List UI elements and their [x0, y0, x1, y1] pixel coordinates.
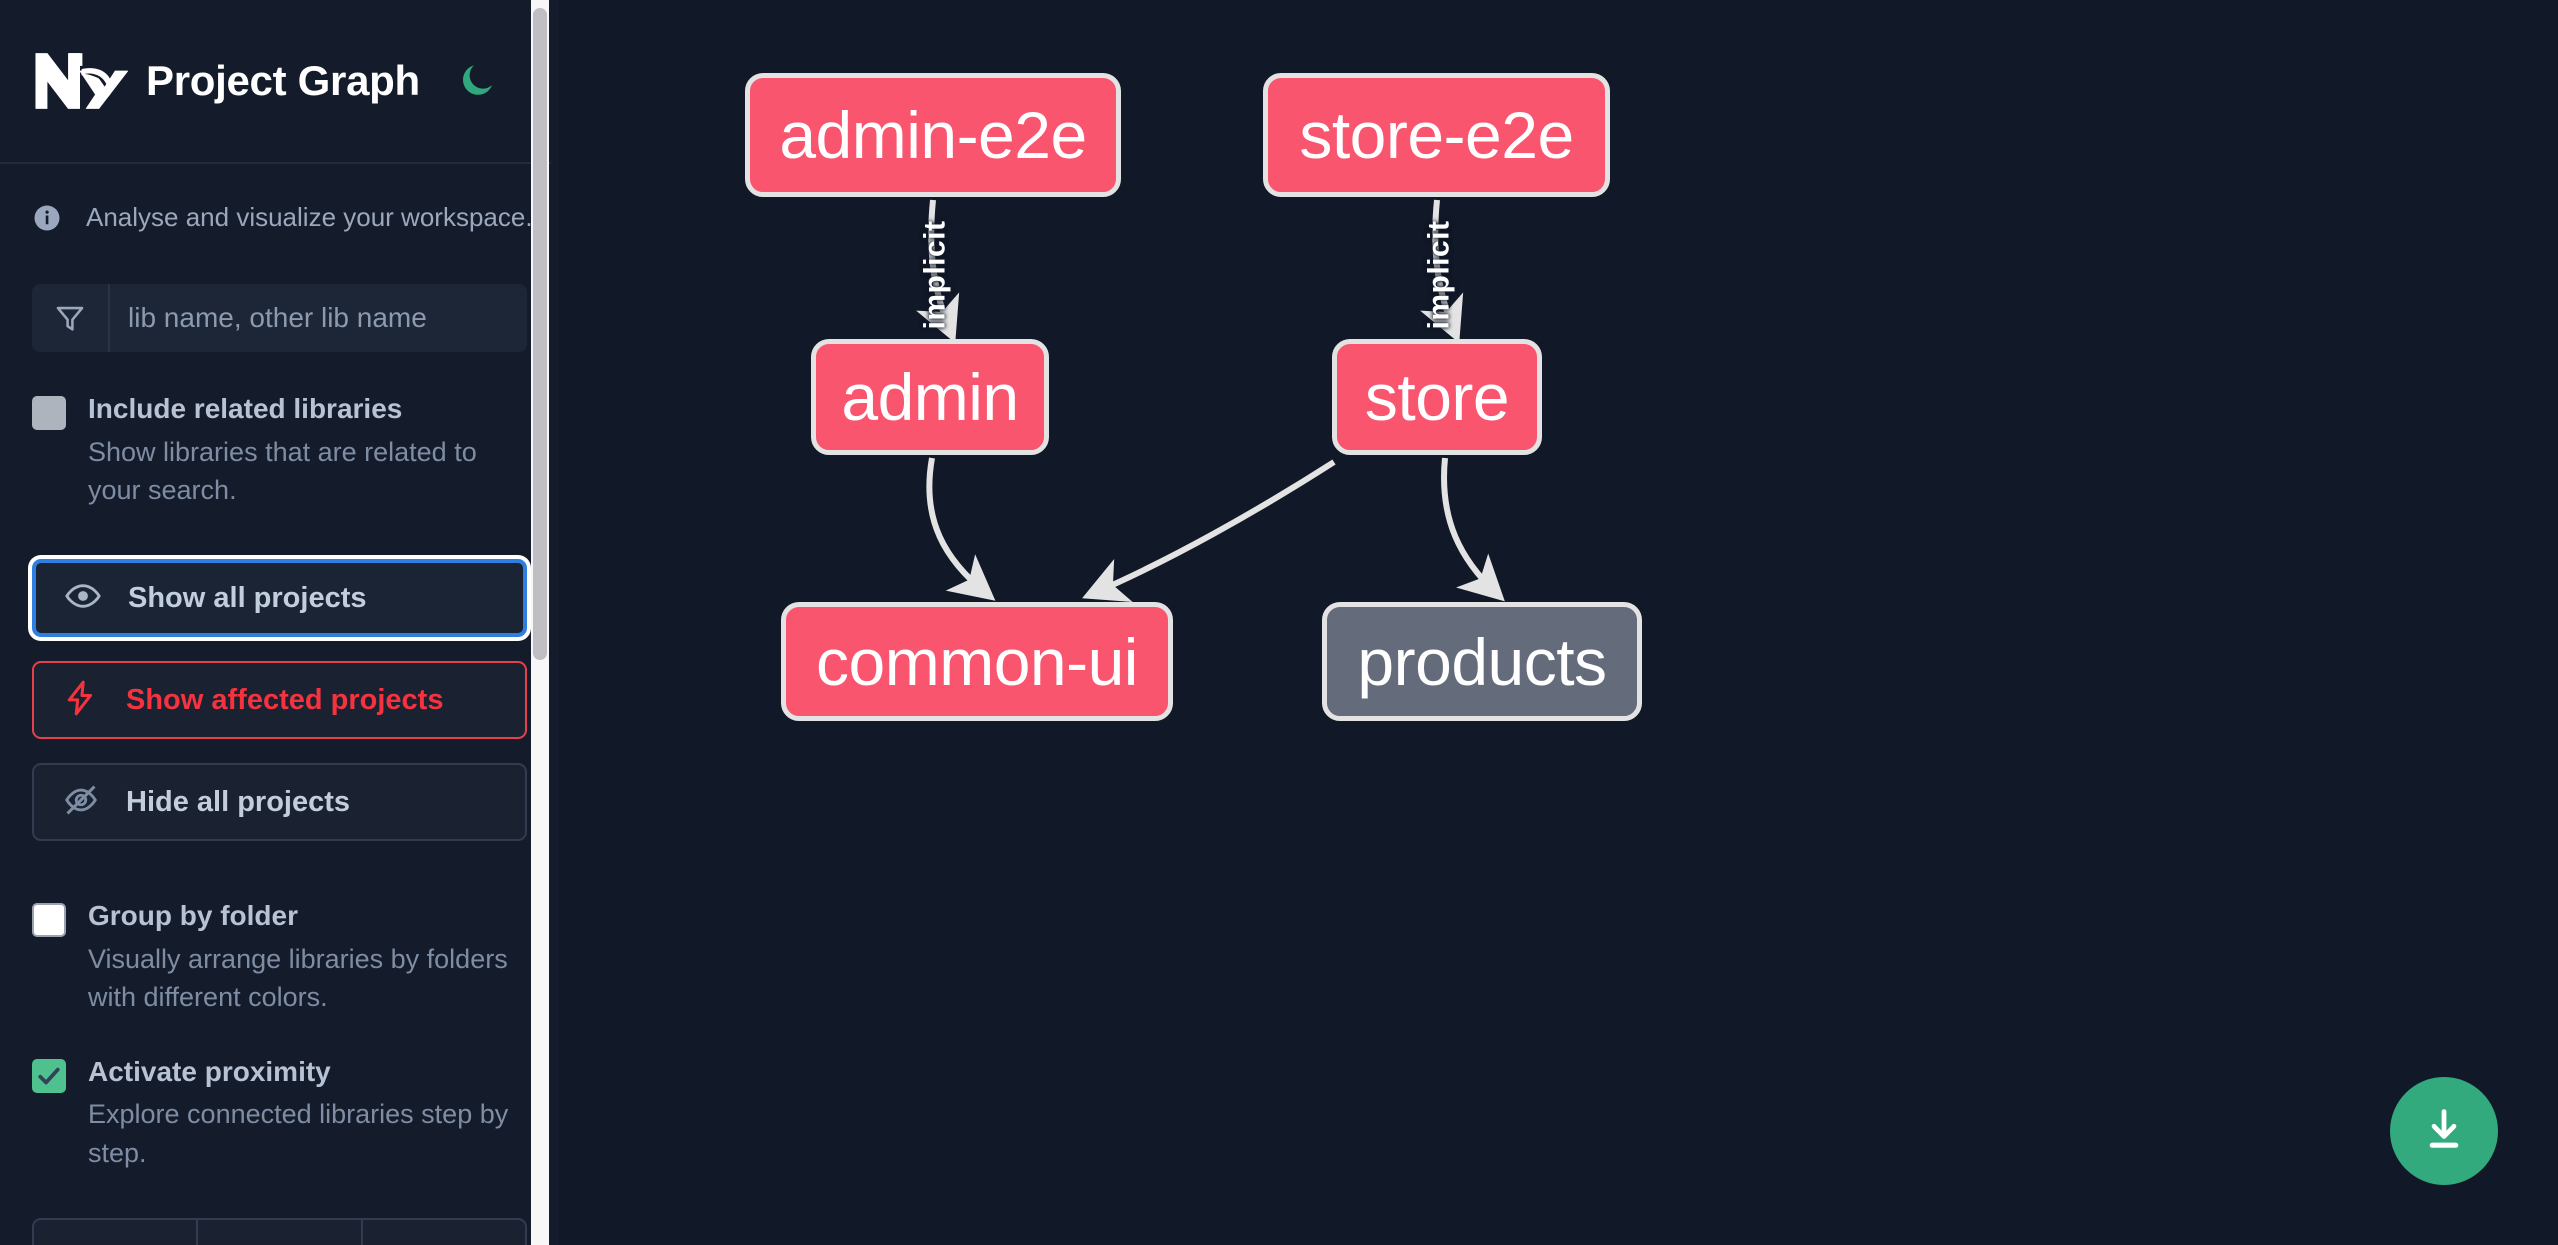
search-field-wrapper: [32, 284, 527, 352]
sidebar-scrollbar[interactable]: [531, 0, 549, 1245]
nx-logo-icon: [32, 50, 129, 112]
graph-node-store[interactable]: store: [1332, 339, 1542, 455]
show-all-projects-button[interactable]: Show all projects: [32, 559, 527, 638]
eye-icon: [64, 577, 102, 620]
checkbox-row-activate-proximity[interactable]: Activate proximity Explore connected lib…: [0, 1053, 559, 1172]
search-input[interactable]: [110, 284, 527, 352]
graph-node-admin-e2e[interactable]: admin-e2e: [745, 73, 1121, 197]
checkbox-label-activate-proximity: Activate proximity: [88, 1055, 331, 1087]
info-circle-icon: [32, 203, 62, 233]
segment-option-1[interactable]: [34, 1219, 199, 1245]
download-graph-button[interactable]: [2390, 1077, 2498, 1185]
graph-node-common-ui[interactable]: common-ui: [781, 602, 1173, 721]
edge-admin-to-common-ui: [926, 457, 996, 601]
workspace-info-text: Analyse and visualize your workspace.: [86, 202, 533, 232]
eye-slash-icon: [62, 781, 100, 824]
checkbox-desc-group-by-folder: Visually arrange libraries by folders wi…: [88, 943, 508, 1013]
graph-node-label-store: store: [1364, 360, 1510, 434]
graph-edges: [916, 199, 1505, 602]
sidebar: Project Graph Analyse and visualize yo: [0, 0, 559, 1245]
checkbox-desc-include-related-libraries: Show libraries that are related to your …: [88, 436, 477, 505]
graph-node-label-store-e2e: store-e2e: [1299, 98, 1574, 172]
filter-funnel-icon: [32, 284, 110, 352]
checkbox-row-include-related-libraries[interactable]: Include related libraries Show libraries…: [0, 390, 559, 509]
proximity-segmented-control[interactable]: [32, 1217, 527, 1245]
checkbox-include-related-libraries[interactable]: [32, 396, 66, 430]
project-visibility-buttons: Show all projects Show affected projects: [32, 559, 527, 842]
hide-all-projects-label: Hide all projects: [126, 785, 351, 818]
page-title: Project Graph: [146, 57, 420, 104]
graph-node-label-admin: admin: [841, 360, 1019, 434]
graph-canvas[interactable]: admin-e2e store-e2e admin store common-u…: [559, 0, 2558, 1245]
edge-admin-e2e-to-admin: [916, 199, 960, 343]
checkbox-desc-activate-proximity: Explore connected libraries step by step…: [88, 1099, 509, 1168]
download-icon: [2418, 1104, 2470, 1159]
workspace-info-row: Analyse and visualize your workspace.: [0, 164, 559, 233]
graph-node-store-e2e[interactable]: store-e2e: [1263, 73, 1610, 197]
checkbox-row-group-by-folder[interactable]: Group by folder Visually arrange librari…: [0, 897, 559, 1016]
checkbox-label-group-by-folder: Group by folder: [88, 900, 298, 932]
checkbox-group-by-folder[interactable]: [32, 903, 66, 938]
graph-node-products[interactable]: products: [1322, 602, 1642, 721]
segment-option-2[interactable]: [198, 1219, 363, 1245]
edge-store-to-products: [1441, 457, 1505, 602]
moon-icon[interactable]: [454, 58, 500, 104]
sidebar-scrollbar-thumb[interactable]: [533, 8, 547, 660]
hide-all-projects-button[interactable]: Hide all projects: [32, 763, 527, 842]
sidebar-edge: [551, 0, 559, 1245]
lightning-bolt-icon: [62, 679, 100, 722]
show-affected-projects-label: Show affected projects: [126, 683, 444, 716]
show-all-projects-label: Show all projects: [128, 581, 367, 614]
graph-node-label-admin-e2e: admin-e2e: [779, 98, 1087, 172]
sidebar-header: Project Graph: [0, 0, 559, 164]
graph-node-label-common-ui: common-ui: [816, 624, 1138, 699]
graph-node-admin[interactable]: admin: [811, 339, 1049, 455]
show-affected-projects-button[interactable]: Show affected projects: [32, 661, 527, 740]
graph-node-label-products: products: [1357, 624, 1607, 699]
segment-option-3[interactable]: [363, 1220, 525, 1245]
edge-store-e2e-to-store: [1420, 199, 1464, 343]
checkbox-label-include-related-libraries: Include related libraries: [88, 393, 403, 424]
checkbox-activate-proximity[interactable]: [32, 1058, 66, 1093]
edge-store-to-common-ui: [1082, 459, 1336, 602]
